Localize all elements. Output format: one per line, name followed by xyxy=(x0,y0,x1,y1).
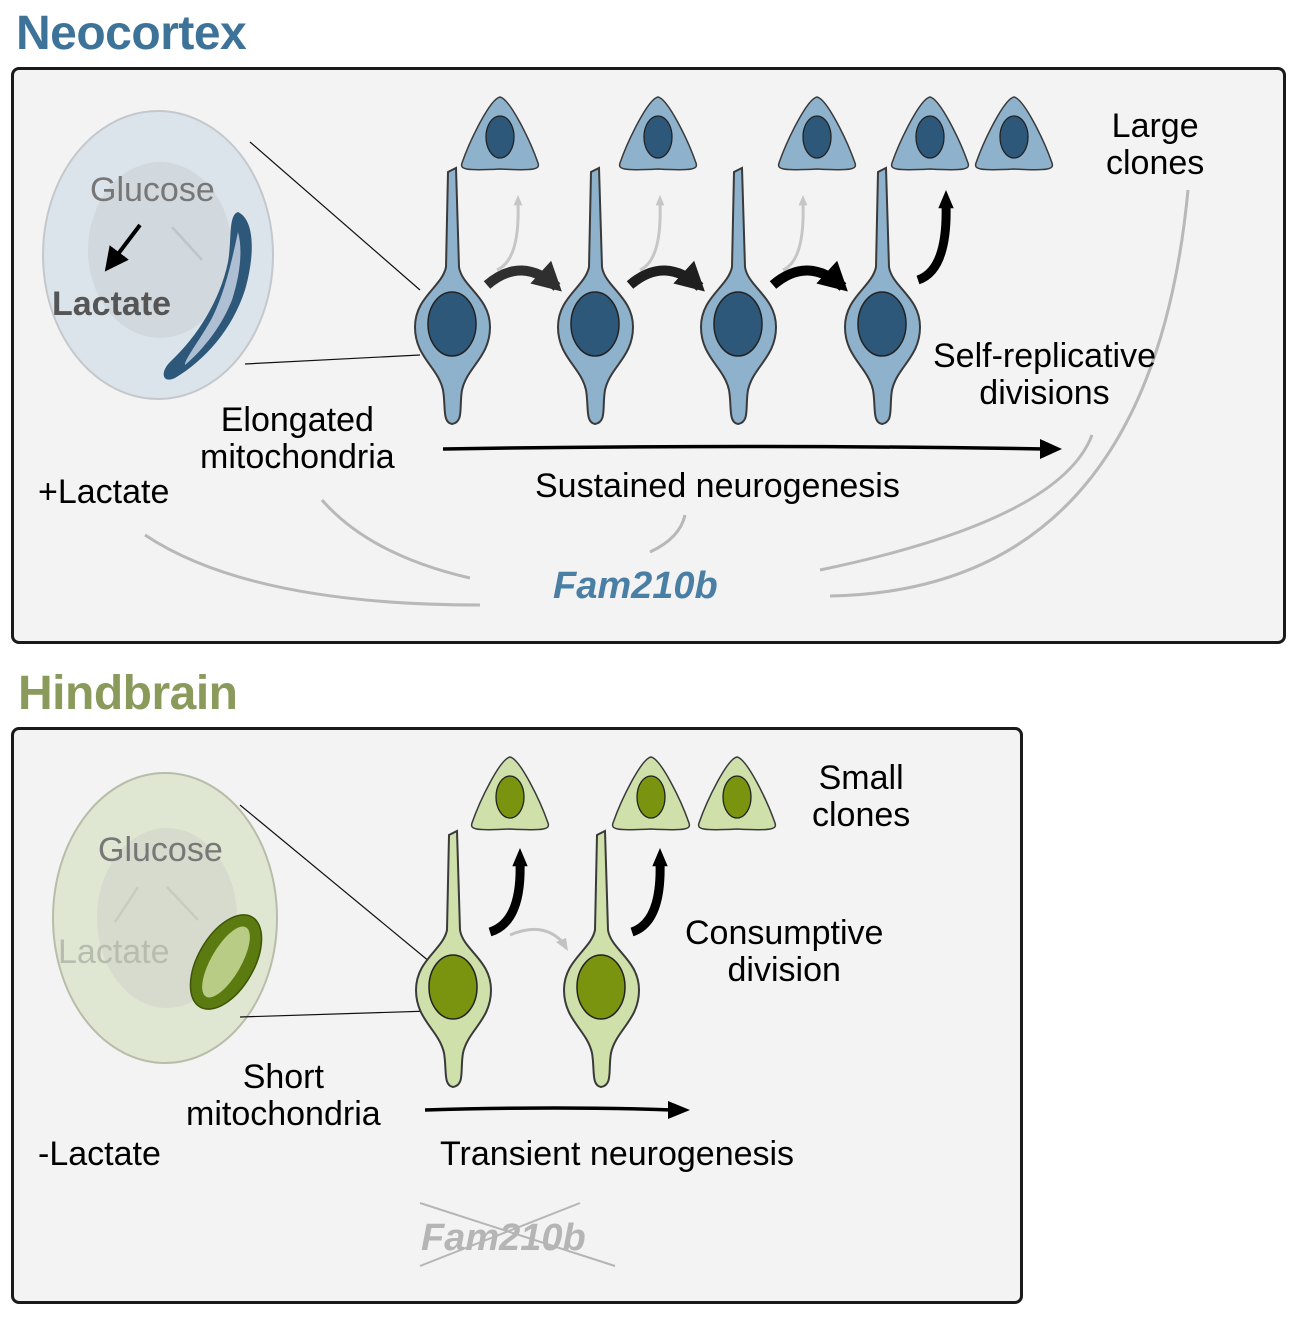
neuron-cell xyxy=(777,96,857,171)
self-replicative-label: Self-replicative divisions xyxy=(933,338,1156,412)
fam210b-gene-label: Fam210b xyxy=(553,565,718,607)
neocortex-title: Neocortex xyxy=(16,7,247,60)
division-label-line1: Consumptive xyxy=(685,914,884,952)
neuron-cell xyxy=(460,96,540,171)
consumptive-neurogenic-arrow xyxy=(488,848,528,937)
clone-label-line1: Small xyxy=(818,759,904,797)
glucose-to-lactate-arrow xyxy=(104,223,142,272)
neuron-cell xyxy=(890,96,970,171)
plus-lactate-label: +Lactate xyxy=(38,473,170,511)
glucose-to-mito-arrow xyxy=(171,226,203,261)
neuron-cell xyxy=(618,96,698,171)
clone-label-line1: Large xyxy=(1111,107,1199,145)
nucleus xyxy=(713,291,763,357)
nucleus xyxy=(485,115,515,159)
faded-neurogenic-arrow xyxy=(496,195,523,272)
faded-neurogenic-arrow xyxy=(782,195,808,272)
clone-label-line2: clones xyxy=(1106,144,1205,182)
hindbrain-title: Hindbrain xyxy=(18,667,238,720)
large-clones-label: Large clones xyxy=(1106,108,1204,182)
sustained-neurogenesis-label: Sustained neurogenesis xyxy=(535,467,900,505)
short-mitochondrion-icon xyxy=(189,914,263,1010)
nucleus xyxy=(857,291,907,357)
radial-glia-cell xyxy=(562,829,641,1089)
self-renewal-arrow xyxy=(769,260,848,292)
clone-label-line2: clones xyxy=(812,796,911,834)
consumptive-division-label: Consumptive division xyxy=(685,915,883,989)
neuron-cell xyxy=(697,756,777,831)
elongated-mitochondrion-icon xyxy=(163,212,252,380)
fam210b-connectors xyxy=(144,189,1190,607)
neuron-cell xyxy=(611,756,691,831)
elongated-mitochondria-label: Elongated mitochondria xyxy=(200,402,395,476)
consumptive-neurogenic-arrow xyxy=(630,848,668,937)
nucleus xyxy=(576,954,626,1020)
mito-label-line2: mitochondria xyxy=(186,1095,381,1133)
faded-self-renewal-arrow xyxy=(509,927,567,946)
radial-glia-cell xyxy=(699,166,778,426)
glucose-label-hindbrain: Glucose xyxy=(98,831,223,869)
nucleus xyxy=(643,115,673,159)
nucleus xyxy=(570,291,620,357)
gene-crossout-icon xyxy=(419,1202,616,1267)
nucleus xyxy=(999,115,1029,159)
fam210b-gene-label-crossed: Fam210b xyxy=(421,1217,586,1259)
division-label-line1: Self-replicative xyxy=(933,337,1156,375)
nucleus xyxy=(495,775,525,819)
nucleus xyxy=(915,115,945,159)
radial-glia-cell xyxy=(843,166,922,426)
neocortex-zoomed-cell xyxy=(42,110,421,400)
neuron-cell xyxy=(470,756,550,831)
nucleus xyxy=(722,775,752,819)
division-label-line2: division xyxy=(727,951,841,989)
mito-label-line1: Elongated xyxy=(220,401,374,439)
lactate-label-hindbrain: Lactate xyxy=(58,933,170,971)
neuron-cell xyxy=(974,96,1054,171)
glucose-label: Glucose xyxy=(90,171,215,209)
mito-label-line1: Short xyxy=(242,1058,324,1096)
minus-lactate-label: -Lactate xyxy=(38,1135,161,1173)
neocortex-illustration xyxy=(42,96,1190,607)
division-label-line2: divisions xyxy=(979,374,1110,412)
hindbrain-zoomed-cell xyxy=(52,772,431,1064)
nucleus xyxy=(636,775,666,819)
radial-glia-cell xyxy=(413,166,492,426)
glucose-to-lactate-arrow-faded xyxy=(113,886,140,923)
transient-neurogenesis-label: Transient neurogenesis xyxy=(440,1135,795,1173)
glucose-to-mito-arrow-faded xyxy=(166,886,199,921)
mito-label-line2: mitochondria xyxy=(200,438,395,476)
self-renewal-arrow xyxy=(626,260,705,292)
small-clones-label: Small clones xyxy=(812,760,910,834)
transient-neurogenesis-arrow xyxy=(424,1106,673,1112)
nucleus xyxy=(427,291,477,357)
nucleus xyxy=(428,954,478,1020)
neurogenic-arrow xyxy=(916,190,954,285)
lactate-label: Lactate xyxy=(52,285,172,323)
nucleus xyxy=(802,115,832,159)
radial-glia-cell xyxy=(556,166,635,426)
faded-neurogenic-arrow xyxy=(639,195,665,272)
radial-glia-cell xyxy=(414,829,493,1089)
sustained-neurogenesis-arrow xyxy=(442,444,1046,451)
short-mitochondria-label: Short mitochondria xyxy=(186,1059,381,1133)
self-renewal-arrow xyxy=(483,260,562,292)
